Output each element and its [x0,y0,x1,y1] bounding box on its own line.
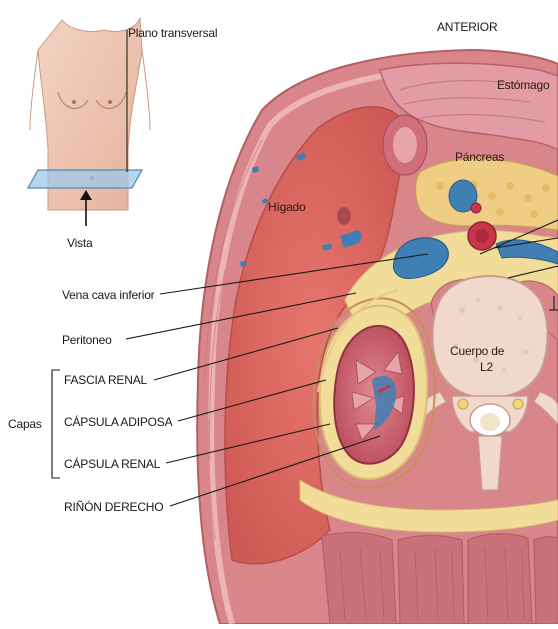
right-kidney [334,326,414,464]
higado-label: Hígado [268,200,306,214]
estomago-label: Estómago [497,78,549,92]
fascia-renal-label: FASCIA RENAL [64,373,147,387]
capas-bracket [52,370,60,478]
vena-cava-inferior-label: Vena cava inferior [62,288,154,302]
cuerpo-de-l2-label-line2: L2 [480,360,493,374]
capas-label: Capas [8,417,42,431]
capsula-renal-label: CÁPSULA RENAL [64,457,160,471]
pancreas-label: Páncreas [455,150,504,164]
rinon-derecho-label: RIÑÓN DERECHO [64,500,163,514]
vertebral-body-l2 [433,276,548,398]
cross-section [197,50,558,624]
vista-label: Vista [67,236,92,250]
pancreas [416,159,558,231]
capsula-adiposa-label: CÁPSULA ADIPOSA [64,415,172,429]
torso-thumbnail [28,18,150,226]
cuerpo-de-l2-label-line1: Cuerpo de [450,344,504,358]
transverse-plane-icon [28,170,142,188]
plano-transversal-label: Plano transversal [128,26,217,40]
peritoneo-label: Peritoneo [62,333,112,347]
anterior-label: ANTERIOR [437,20,497,34]
